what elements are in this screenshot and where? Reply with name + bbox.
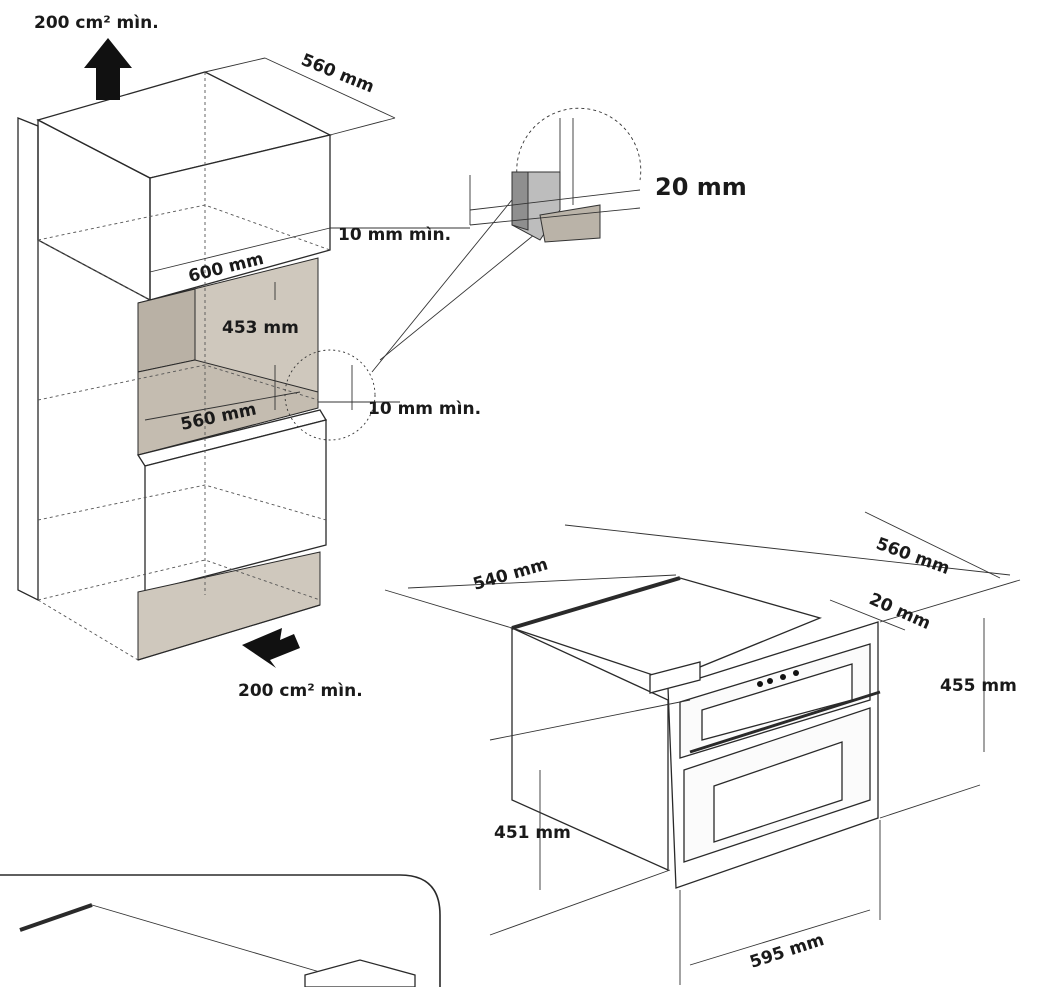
cabinet-depth-label: 560 mm xyxy=(298,50,377,97)
oven-total-depth-label: 560 mm xyxy=(873,534,952,579)
gap-bottom-label: 10 mm mìn. xyxy=(368,399,481,419)
vent-up-arrow xyxy=(84,38,132,100)
oven-depth-label: 540 mm xyxy=(471,554,550,594)
cabinet-unit xyxy=(17,57,541,661)
inset-panel xyxy=(0,874,441,987)
oven-height-label: 455 mm xyxy=(940,676,1017,696)
oven-width-label: 595 mm xyxy=(747,930,826,973)
detail-gap-label: 20 mm xyxy=(655,173,747,201)
gap-detail-callout xyxy=(469,107,642,243)
oven-body-height-label: 451 mm xyxy=(494,823,571,843)
vent-in-arrow xyxy=(242,628,300,668)
vent-bottom-label: 200 cm² mìn. xyxy=(238,681,363,701)
niche-height-label: 453 mm xyxy=(222,318,299,338)
vent-top-label: 200 cm² mìn. xyxy=(34,13,159,33)
gap-top-label: 10 mm mìn. xyxy=(338,225,451,245)
oven-unit xyxy=(384,511,1021,985)
